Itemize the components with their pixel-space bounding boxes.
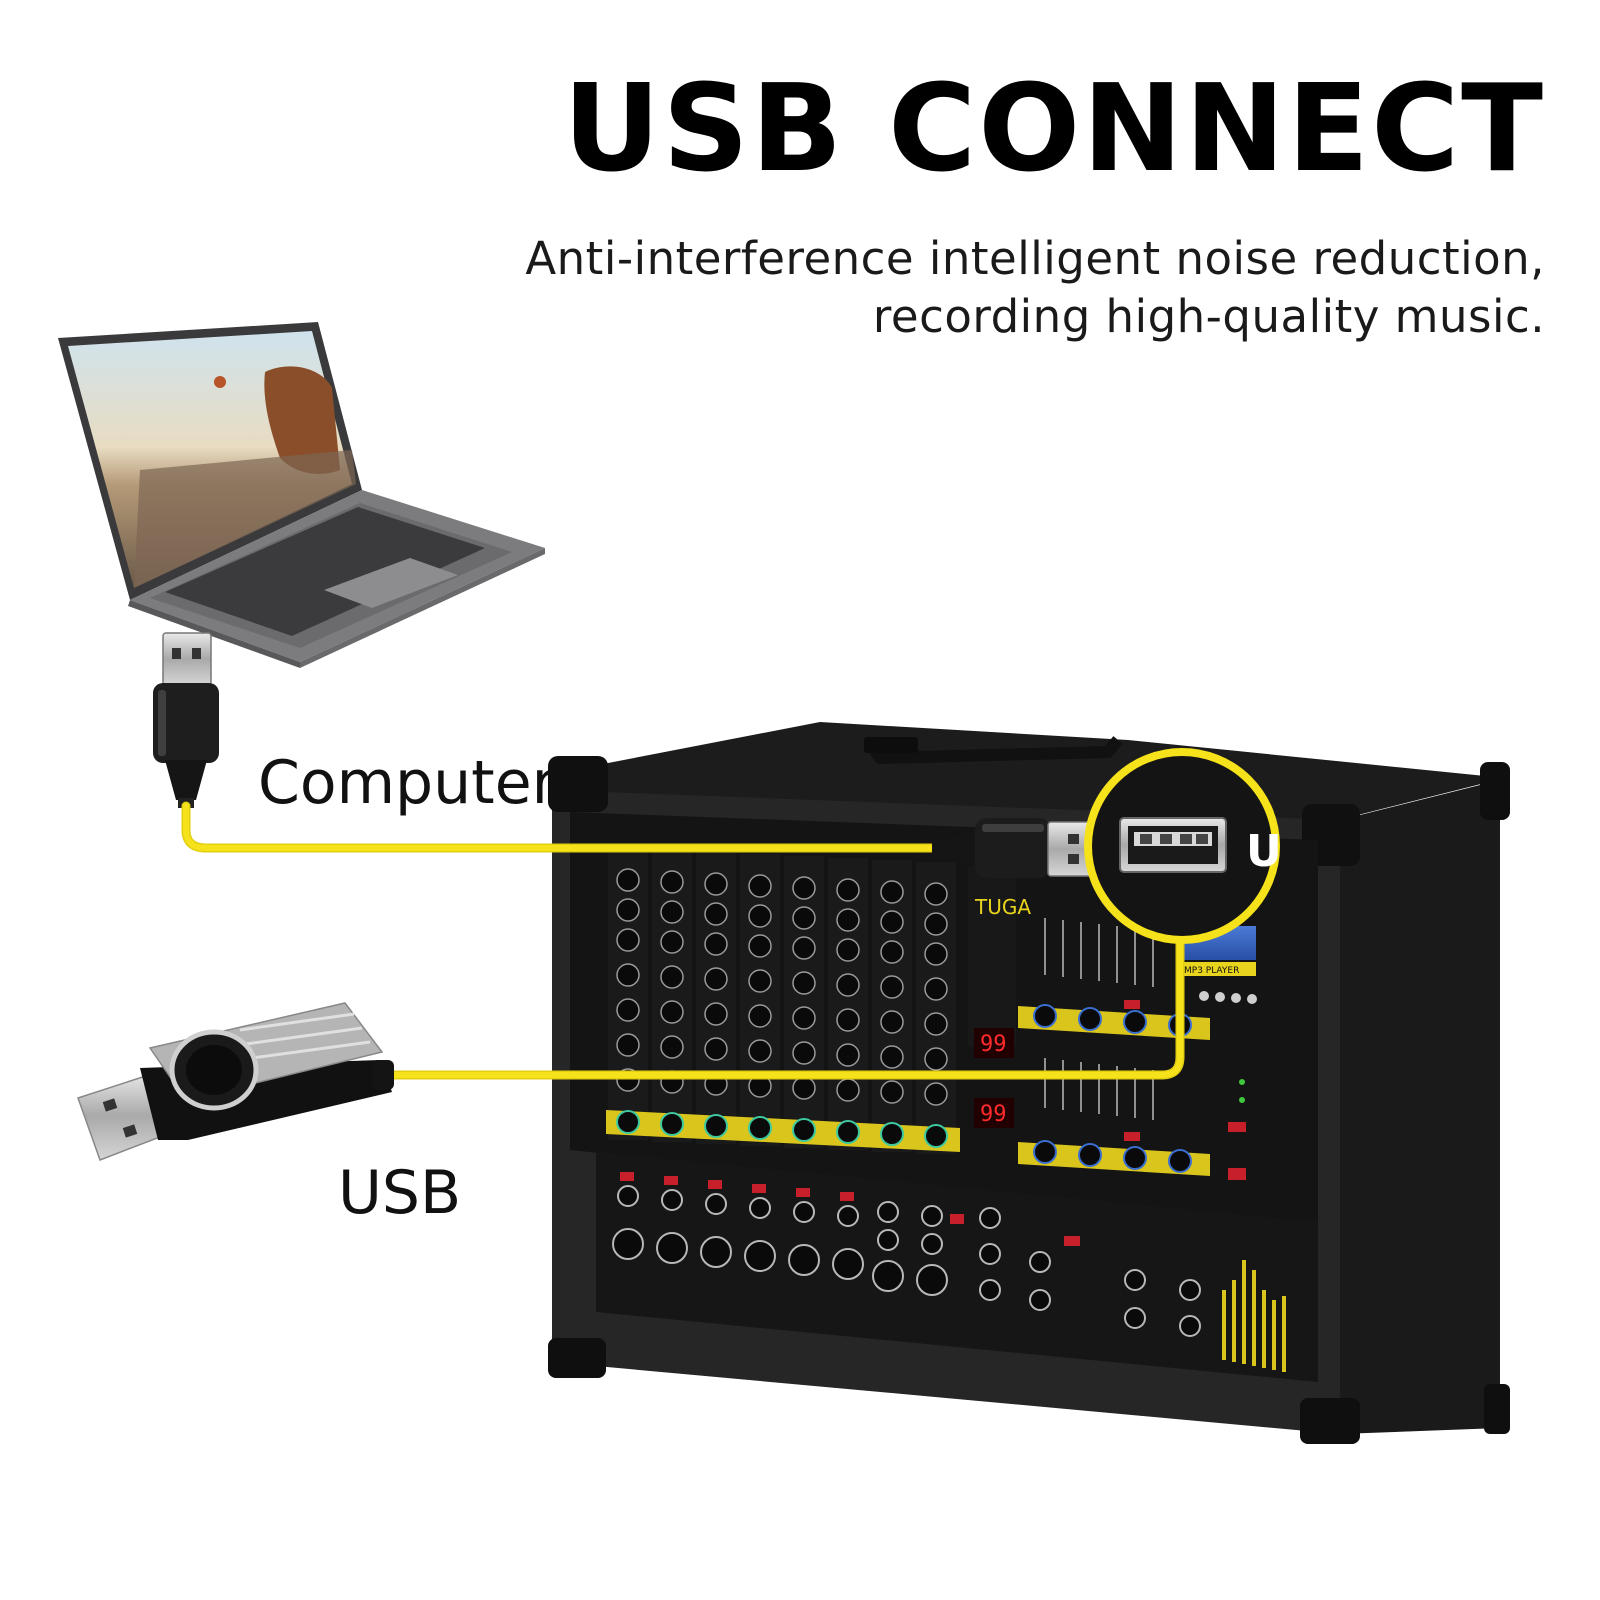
- page-subtitle: Anti-interference intelligent noise redu…: [525, 230, 1545, 346]
- usb-flash-drive-icon: [77, 1002, 394, 1161]
- svg-text:99: 99: [980, 1102, 1007, 1127]
- graphic-eq-upper: [1044, 918, 1154, 987]
- usb-plug-icon: [153, 632, 219, 808]
- level-meter: [1222, 1260, 1286, 1372]
- port-letter: U: [1246, 826, 1282, 877]
- page-title: USB CONNECT: [563, 60, 1545, 199]
- keyboard: [165, 507, 485, 636]
- computer-label: Computer: [258, 748, 557, 818]
- mp3-buttons: [1199, 991, 1257, 1004]
- svg-text:99: 99: [980, 1032, 1007, 1057]
- led-display-upper: [974, 1028, 1014, 1058]
- subtitle-line-1: Anti-interference intelligent noise redu…: [525, 232, 1545, 285]
- usb-label: USB: [338, 1158, 462, 1228]
- laptop-icon: [58, 322, 545, 668]
- subtitle-line-2: recording high-quality music.: [872, 290, 1545, 343]
- brand-logo: TUGA: [974, 895, 1031, 919]
- mp3-player-label: MP3 PLAYER: [1184, 966, 1239, 976]
- level-knobs: [616, 1110, 948, 1148]
- led-display-lower: [974, 1098, 1014, 1128]
- input-jacks: [612, 1185, 1201, 1337]
- usb-port-icon: U: [1084, 748, 1282, 944]
- usb-cable: [181, 801, 1185, 1080]
